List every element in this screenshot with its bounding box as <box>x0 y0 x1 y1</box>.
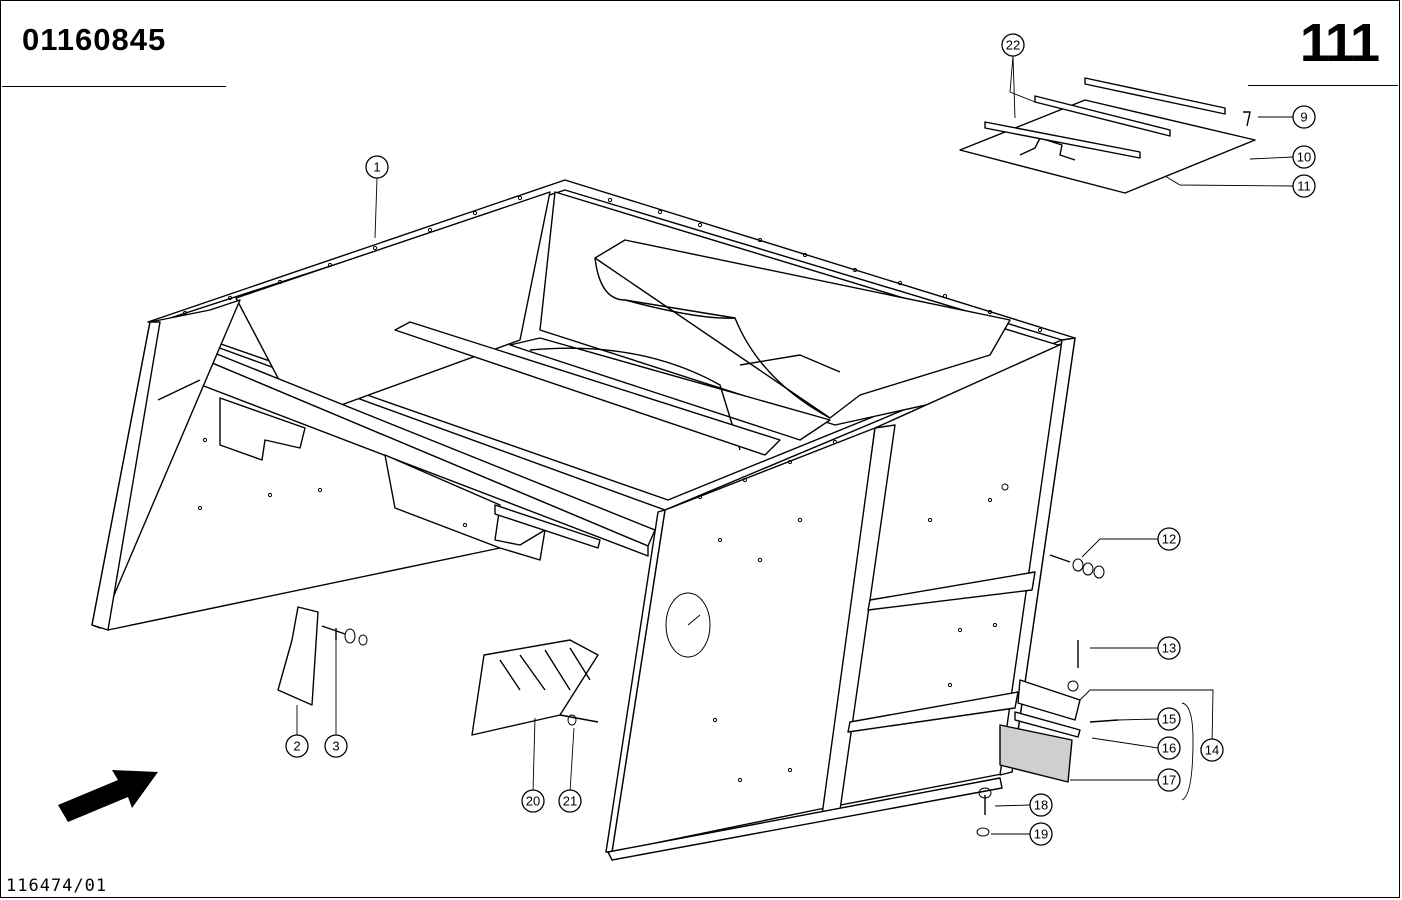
callout-16: 16 <box>1157 736 1181 760</box>
callout-12: 12 <box>1157 527 1181 551</box>
header-rule-right <box>1248 85 1398 86</box>
svg-text:15: 15 <box>1162 712 1176 727</box>
svg-text:21: 21 <box>563 794 577 809</box>
svg-text:12: 12 <box>1162 532 1176 547</box>
svg-text:17: 17 <box>1162 773 1176 788</box>
svg-text:20: 20 <box>526 794 540 809</box>
document-number: 01160845 <box>22 22 167 57</box>
svg-text:19: 19 <box>1034 827 1048 842</box>
callout-1: 1 <box>365 155 389 179</box>
direction-arrow-icon <box>58 770 158 822</box>
svg-text:3: 3 <box>332 739 339 754</box>
callout-18: 18 <box>1029 793 1053 817</box>
callout-9: 9 <box>1292 105 1316 129</box>
svg-text:2: 2 <box>293 739 300 754</box>
svg-text:11: 11 <box>1297 179 1311 194</box>
callout-14: 14 <box>1200 738 1224 762</box>
svg-text:1: 1 <box>373 160 380 175</box>
callout-20: 20 <box>521 789 545 813</box>
svg-text:18: 18 <box>1034 798 1048 813</box>
leader-lines <box>296 55 1294 835</box>
callout-11: 11 <box>1292 174 1316 198</box>
svg-text:16: 16 <box>1162 741 1176 756</box>
callout-19: 19 <box>1029 822 1053 846</box>
callout-13: 13 <box>1157 636 1181 660</box>
callout-3: 3 <box>324 734 348 758</box>
svg-text:13: 13 <box>1162 641 1176 656</box>
callout-21: 21 <box>558 789 582 813</box>
svg-text:14: 14 <box>1205 743 1219 758</box>
svg-text:22: 22 <box>1006 38 1020 53</box>
svg-text:10: 10 <box>1297 150 1311 165</box>
drawing-reference-code: 116474/01 <box>6 876 108 896</box>
housing-assembly <box>91 179 1076 861</box>
small-parts <box>277 554 1119 837</box>
callout-10: 10 <box>1292 145 1316 169</box>
callout-2: 2 <box>285 734 309 758</box>
callout-15: 15 <box>1157 707 1181 731</box>
header-rule-left <box>2 86 226 87</box>
svg-text:9: 9 <box>1300 110 1307 125</box>
callout-17: 17 <box>1157 768 1181 792</box>
cover-plate-assembly <box>959 77 1256 194</box>
callout-22: 22 <box>1001 33 1025 57</box>
page-number: 111 <box>1299 13 1380 73</box>
